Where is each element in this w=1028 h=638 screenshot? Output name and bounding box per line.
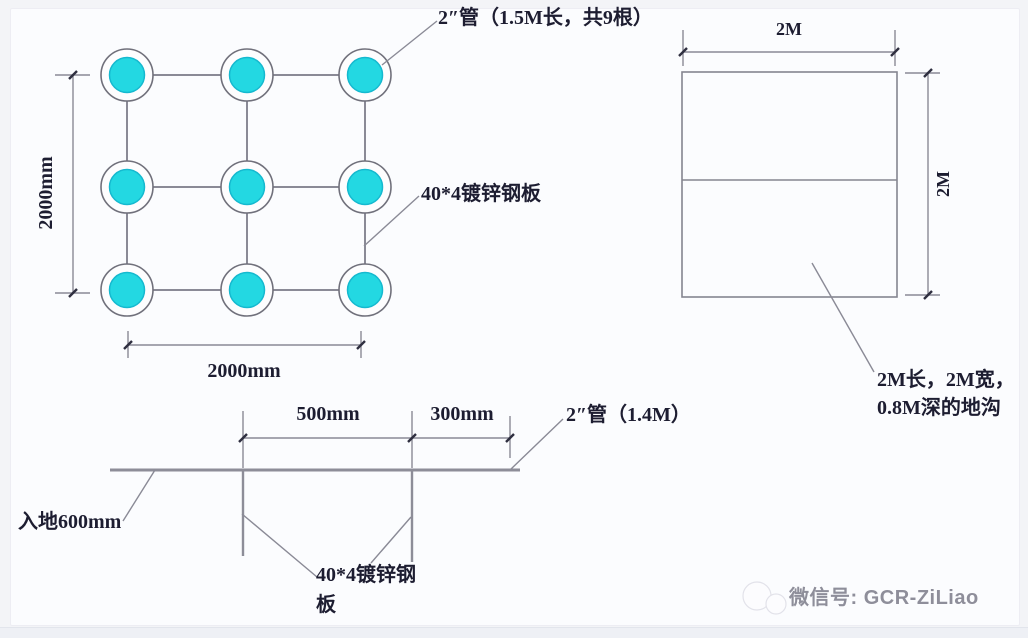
trench-note-line1: 2M长，2M宽， xyxy=(877,369,1015,391)
ground-electrode xyxy=(220,263,274,317)
trench-dim-width: 2M xyxy=(776,19,802,39)
plan-view xyxy=(55,20,438,358)
grid-connectors xyxy=(126,74,366,291)
trench-leader-line xyxy=(811,262,875,373)
plan-dimension-ticks xyxy=(68,70,366,350)
trench-view xyxy=(678,30,940,373)
ground-rods xyxy=(241,470,414,562)
section-strap-label-line1: 40*4镀锌钢 xyxy=(316,564,416,586)
ground-electrode xyxy=(220,160,274,214)
ground-electrode xyxy=(338,48,392,102)
ground-electrode xyxy=(220,48,274,102)
section-view xyxy=(110,411,564,578)
trench-dimension-lines xyxy=(682,30,940,296)
wechat-bubbles-icon xyxy=(742,581,787,615)
plan-dim-height: 2000mm xyxy=(35,156,57,230)
plan-dimension-lines xyxy=(55,74,362,358)
footer-strip xyxy=(0,627,1028,638)
section-leader-lines xyxy=(122,418,564,578)
trench-dimension-ticks xyxy=(678,47,933,300)
section-dimension-ticks xyxy=(238,433,515,443)
ground-electrode xyxy=(338,263,392,317)
trench-outline xyxy=(681,71,898,298)
section-strap-label-line2: 板 xyxy=(316,594,336,616)
section-pipe-label: 2″管（1.4M） xyxy=(566,404,691,426)
ground-electrode xyxy=(100,263,154,317)
ground-electrode xyxy=(100,160,154,214)
trench-note: 2M长，2M宽， 0.8M深的地沟 xyxy=(877,366,1015,422)
watermark-label: 微信号: GCR-ZiLiao xyxy=(789,587,979,609)
plan-strap-label: 40*4镀锌钢板 xyxy=(421,183,541,205)
section-burial-depth-label: 入地600mm xyxy=(18,511,122,533)
trench-note-line2: 0.8M深的地沟 xyxy=(877,397,1001,419)
plan-pipe-label: 2″管（1.5M长，共9根） xyxy=(438,7,653,29)
section-strap-label: 40*4镀锌钢 板 xyxy=(316,560,416,620)
section-dim-300: 300mm xyxy=(430,403,494,425)
ground-electrode xyxy=(338,160,392,214)
trench-dim-height: 2M xyxy=(933,171,954,197)
section-dim-500: 500mm xyxy=(296,403,360,425)
ground-electrode xyxy=(100,48,154,102)
plan-dim-width: 2000mm xyxy=(207,360,281,382)
sheet-background xyxy=(10,8,1020,626)
plan-leader-lines xyxy=(363,20,438,247)
